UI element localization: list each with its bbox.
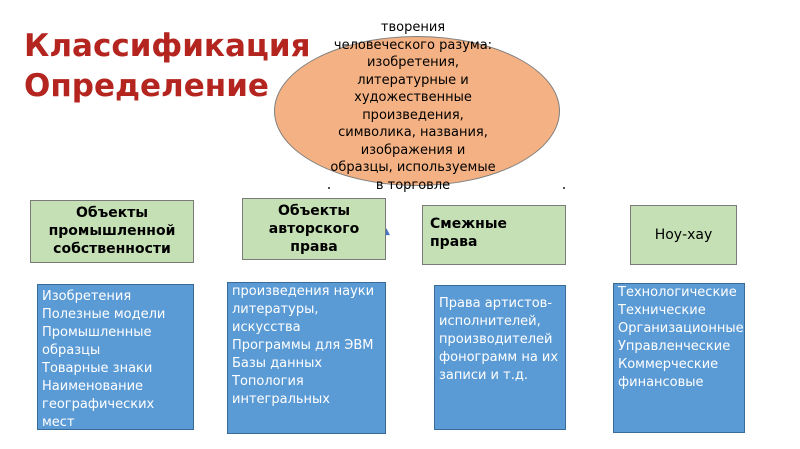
category-label: Ноу-хау bbox=[654, 227, 713, 243]
definition-text: творения человеческого разума: изобретен… bbox=[330, 20, 496, 193]
connector-dot bbox=[328, 187, 330, 189]
list-know-how: Технологические Технические Организацион… bbox=[613, 283, 745, 433]
category-label: Объекты промышленной собственности bbox=[48, 205, 176, 257]
category-related-rights: Смежные права bbox=[422, 205, 566, 265]
category-label: Смежные права bbox=[430, 216, 507, 250]
list-industrial-property: Изобретения Полезные модели Промышленные… bbox=[37, 284, 194, 430]
arrowhead-icon: ▲ bbox=[383, 227, 390, 237]
definition-ellipse bbox=[274, 36, 560, 186]
title-line-classification: Классификация bbox=[24, 28, 311, 64]
category-label: Объекты авторского права bbox=[268, 203, 360, 255]
category-industrial-property: Объекты промышленной собственности bbox=[30, 200, 194, 263]
list-related-rights: Права артистов-исполнителей, производите… bbox=[434, 285, 566, 430]
title-line-definition: Определение bbox=[24, 68, 269, 104]
list-copyright: произведения науки литературы, искусства… bbox=[227, 282, 386, 434]
connector-dot bbox=[563, 187, 565, 189]
category-copyright: Объекты авторского права bbox=[242, 198, 386, 260]
slide-title: Классификация Определение bbox=[24, 26, 310, 106]
category-know-how: Ноу-хау bbox=[630, 205, 737, 265]
